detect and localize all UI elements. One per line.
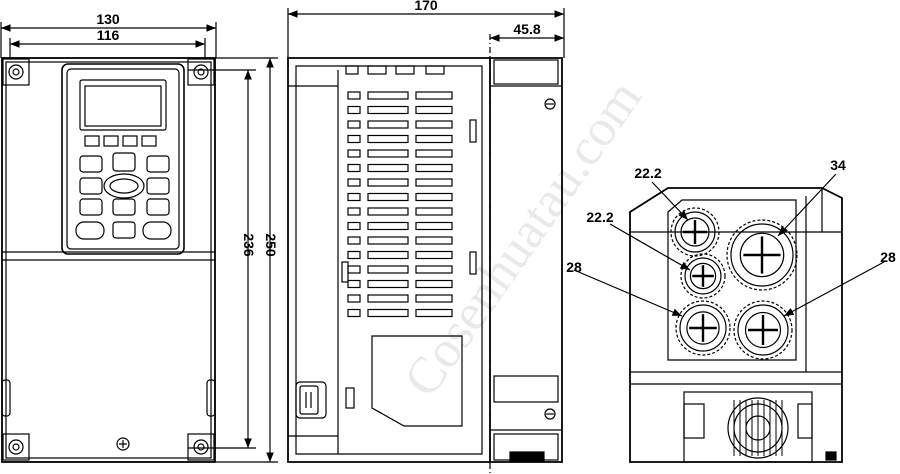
- vent-slot: [415, 236, 453, 245]
- vent-slot: [347, 265, 361, 274]
- vent-slot: [415, 265, 453, 274]
- vent-slot: [347, 120, 361, 129]
- vent-slot: [347, 221, 361, 231]
- vent-slot: [347, 149, 361, 158]
- dim-side-depth: 170: [414, 0, 438, 13]
- vent-slot: [415, 149, 453, 158]
- bottom-view: [629, 187, 843, 463]
- vent-slot: [415, 279, 453, 289]
- vent-slot: [415, 134, 453, 144]
- vent-slot: [347, 91, 361, 100]
- vent-slot: [367, 236, 409, 245]
- dim-front-height-inner: 236: [241, 233, 257, 257]
- dim-front-width-inner: 116: [97, 27, 120, 43]
- vent-slot: [415, 120, 453, 129]
- dim-front-height-outer: 250: [263, 233, 279, 257]
- vent-slot: [415, 105, 453, 115]
- vent-slot: [367, 294, 409, 303]
- vent-slot: [415, 178, 453, 187]
- vent-slot: [347, 105, 361, 115]
- side-view: [287, 8, 565, 474]
- vent-slot: [415, 163, 453, 173]
- vent-slot: [415, 221, 453, 231]
- vent-slot: [367, 192, 409, 202]
- vent-slot: [347, 279, 361, 289]
- vent-slot: [347, 163, 361, 173]
- vent-slot: [347, 294, 361, 303]
- vent-slot: [367, 134, 409, 144]
- gland-label-bottom-left: 28: [566, 259, 582, 275]
- cable-gland: [680, 253, 726, 299]
- vent-slot: [347, 134, 361, 144]
- dim-side-offset: 45.8: [513, 21, 540, 37]
- cable-gland: [733, 300, 793, 360]
- vent-slot: [367, 250, 409, 260]
- gland-label-top-left: 22.2: [634, 165, 661, 181]
- vent-slot: [415, 207, 453, 216]
- vent-slot: [367, 207, 409, 216]
- vent-slot: [367, 163, 409, 173]
- vent-slot: [367, 178, 409, 187]
- vent-slot: [415, 308, 453, 318]
- vent-slot: [415, 192, 453, 202]
- vent-slot: [347, 178, 361, 187]
- vent-slot: [347, 308, 361, 318]
- vent-slot: [367, 279, 409, 289]
- gland-label-top-right: 34: [830, 157, 846, 173]
- vent-slot: [367, 105, 409, 115]
- cable-gland: [675, 300, 731, 356]
- front-view: [0, 22, 278, 463]
- vent-slot: [347, 192, 361, 202]
- vent-slot: [367, 149, 409, 158]
- vent-slot: [367, 120, 409, 129]
- gland-leaders: [573, 173, 885, 317]
- cable-gland: [726, 219, 798, 291]
- vent-slot: [347, 250, 361, 260]
- vent-slot: [347, 207, 361, 216]
- vent-slot: [367, 308, 409, 318]
- dim-front-width-outer: 130: [96, 11, 120, 27]
- gland-label-bottom-right: 28: [880, 249, 896, 265]
- vent-slot: [415, 294, 453, 303]
- vent-slot: [367, 265, 409, 274]
- vent-slot: [367, 221, 409, 231]
- vent-slot: [347, 236, 361, 245]
- cable-gland: [670, 207, 720, 257]
- gland-label-mid-left: 22.2: [586, 209, 613, 225]
- vent-slot: [415, 91, 453, 100]
- vent-slot: [415, 250, 453, 260]
- vent-slot: [367, 91, 409, 100]
